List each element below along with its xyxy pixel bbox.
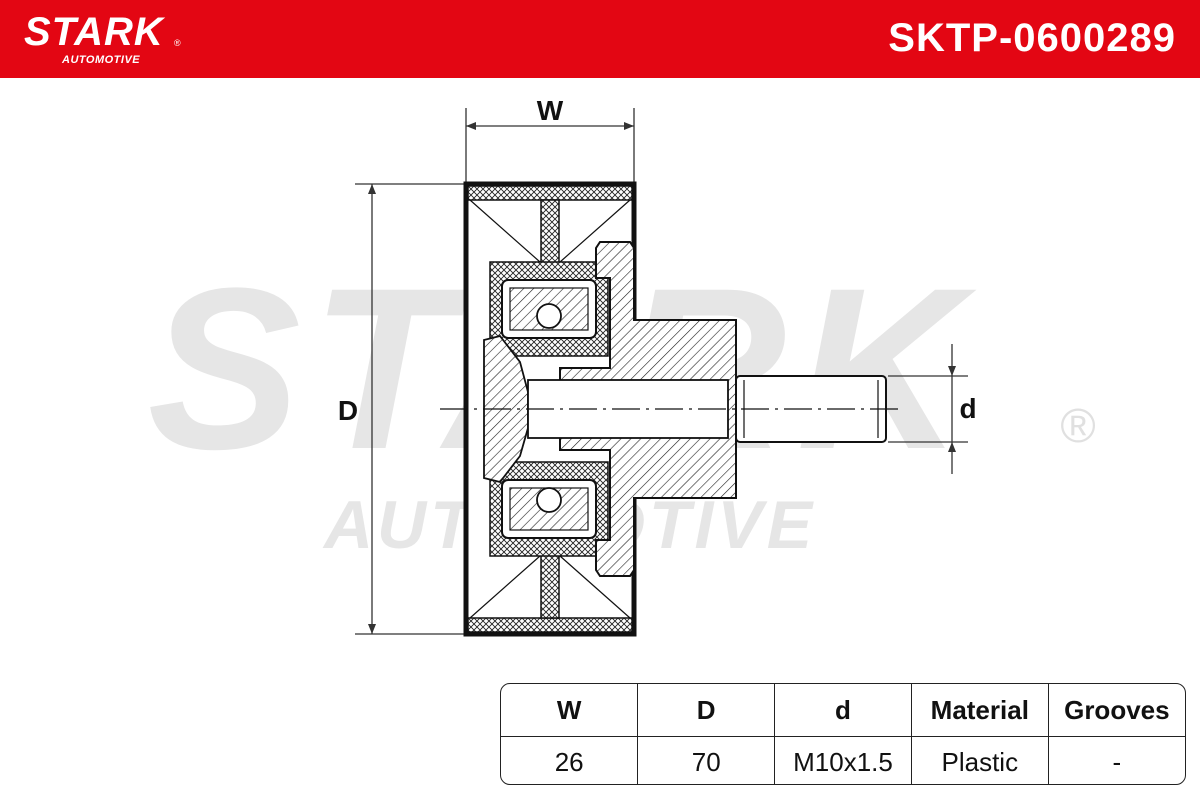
spec-header-d-lower: d (774, 684, 912, 737)
pulley-diagram: STARK AUTOMOTIVE ® W D d (147, 95, 1096, 637)
label-diameter: D (338, 395, 358, 426)
registered-mark: ® (174, 38, 181, 48)
specs-header-row: W D d Material Grooves (501, 684, 1185, 737)
dimension-diameter (355, 183, 466, 635)
label-thread: d (959, 393, 976, 424)
specs-value-row: 26 70 M10x1.5 Plastic - (501, 736, 1185, 784)
dimension-width (465, 108, 635, 184)
spec-value-d-upper: 70 (637, 736, 776, 784)
dimension-thread (888, 344, 968, 474)
header-bar: STARK ® AUTOMOTIVE SKTP-0600289 (0, 0, 1200, 78)
spec-value-grooves: - (1112, 746, 1122, 777)
spec-header-d-upper: D (637, 684, 776, 737)
spec-header-material: Material (911, 684, 1049, 737)
spec-value-material: Plastic (911, 736, 1049, 784)
spec-header-grooves: Grooves (1048, 684, 1185, 737)
watermark-registered: ® (1060, 400, 1095, 453)
brand-logo: STARK ® AUTOMOTIVE (24, 10, 181, 66)
brand-name: STARK (24, 10, 164, 54)
spec-value-d-lower: M10x1.5 (774, 736, 912, 784)
part-number: SKTP-0600289 (888, 16, 1176, 60)
label-width: W (537, 95, 564, 126)
spec-header-w: W (501, 684, 639, 737)
spec-value-w: 26 (501, 736, 639, 784)
brand-subtitle: AUTOMOTIVE (62, 54, 141, 66)
specs-table: W D d Material Grooves 26 70 M10x1.5 Pla… (500, 683, 1186, 785)
